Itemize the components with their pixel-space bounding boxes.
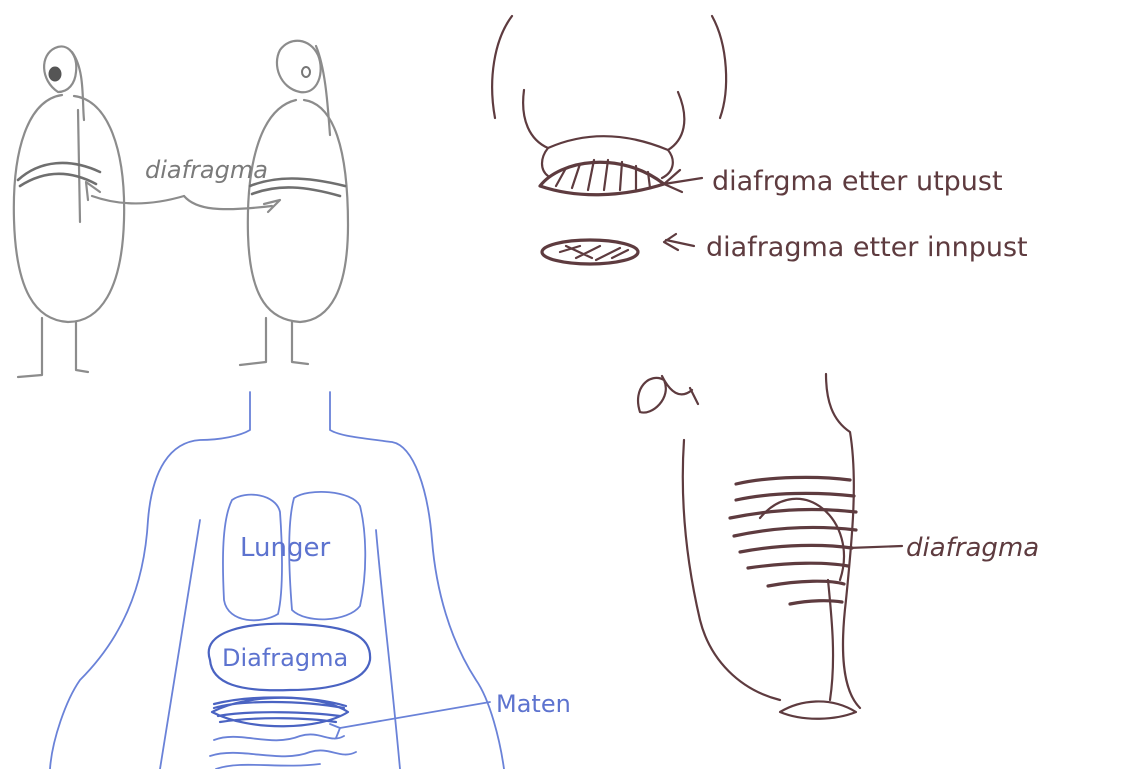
sketch-side-view: diafragma (638, 374, 1039, 719)
ribcage-inner-left (523, 90, 548, 176)
intestine-scribble (210, 734, 356, 769)
label-exhale: diafrgma etter utpust (712, 166, 1003, 197)
ribcage-inner-right (662, 92, 684, 178)
right-figure-head (277, 41, 321, 93)
left-figure-body (14, 95, 124, 322)
diaphragm-dome-hatching (556, 160, 650, 190)
right-figure-leg-right (292, 322, 308, 364)
left-figure-head (44, 47, 76, 92)
pointer-maten (330, 702, 490, 738)
ribcage-left (492, 16, 512, 118)
right-figure-leg-left (240, 318, 266, 365)
spine-line (828, 580, 833, 700)
neck-right (330, 392, 504, 769)
base-shape (780, 701, 856, 718)
sketch-diaphragm-states: diafrgma etter utpust diafragma etter in… (492, 16, 1027, 264)
right-figure-hair (316, 46, 330, 135)
label-stomach: Maten (496, 690, 571, 718)
arrow-inhale (664, 234, 694, 250)
label-diafragma-2: diafragma (906, 533, 1039, 563)
arm-inner-right (376, 530, 400, 769)
label-lungs: Lunger (240, 533, 330, 563)
label-diafragma-1: diafragma (145, 156, 268, 184)
left-figure-leg-right (76, 322, 88, 372)
pointer-diafragma-2 (848, 546, 902, 548)
right-figure-mouth (302, 67, 310, 77)
diaphragm-dome-exhale (540, 162, 664, 194)
connector-left (92, 196, 184, 204)
neck-left (50, 392, 250, 769)
label-inhale: diafragma etter innpust (706, 232, 1028, 263)
stomach-scribble (212, 697, 348, 726)
left-figure-leg-left (18, 318, 42, 377)
diaphragm-flat-hatching (560, 246, 628, 260)
sketch-two-figures: diafragma (14, 41, 348, 377)
scribble-top (638, 376, 698, 413)
ribcage-bottom (548, 136, 668, 150)
sketch-torso-organs: Lunger Diafragma Maten (50, 392, 571, 769)
rib-strokes (730, 477, 856, 604)
connector-right (184, 196, 272, 209)
right-figure-body (248, 100, 348, 322)
label-diaphragm: Diafragma (222, 644, 348, 672)
arm-inner-left (160, 520, 200, 769)
ribcage-right (712, 16, 726, 118)
left-figure-mouth (49, 67, 61, 81)
